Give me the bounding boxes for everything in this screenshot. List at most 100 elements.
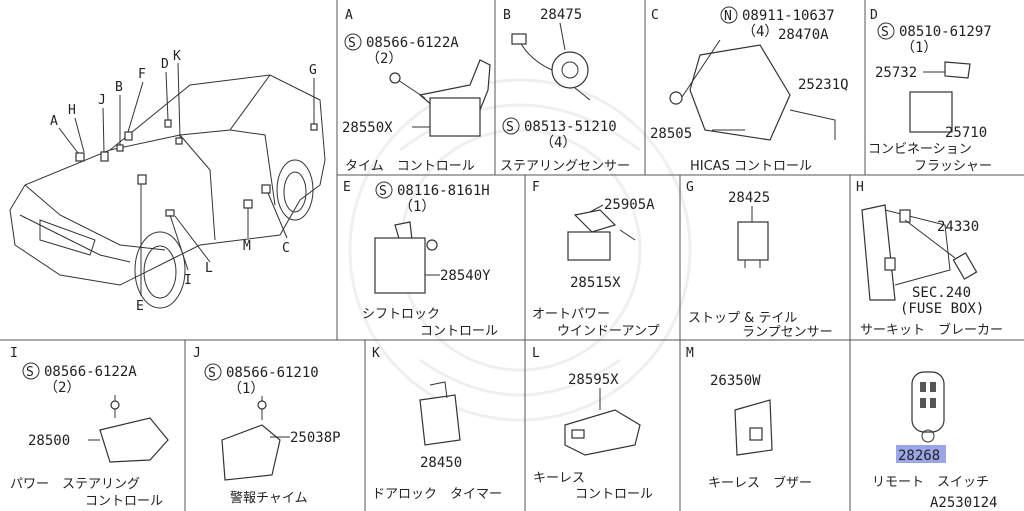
part-number-3: 28505: [650, 126, 692, 142]
part-name: キーレス ブザー: [708, 475, 812, 491]
bolt-part-number: 08566-6122A: [44, 364, 137, 380]
breaker-shape: [952, 252, 978, 280]
panel-letter: G: [686, 180, 694, 195]
panel-letter: E: [343, 180, 351, 195]
callout-H: H: [68, 103, 76, 118]
part-number: 24330: [937, 219, 979, 235]
n-symbol: N: [724, 9, 732, 24]
s-symbol: S: [208, 366, 216, 381]
callout-I: I: [184, 273, 192, 288]
panel-F: F 25905A 28515X オートパワー ウインドーアンプ: [532, 180, 660, 339]
panel-letter: J: [193, 346, 201, 361]
part-number: 28540Y: [440, 268, 491, 284]
panel-I: I S 08566-6122A （2） 28500 パワー ステアリング コント…: [10, 346, 169, 509]
bolt-part-number: 08116-8161H: [397, 183, 490, 199]
panel-letter: H: [856, 180, 864, 195]
s-symbol: S: [26, 365, 34, 380]
rear-wheel: [276, 159, 314, 221]
bolt-part-number: 08566-61210: [226, 365, 319, 381]
callout-L: L: [205, 261, 213, 276]
part-name-2: コントロール: [420, 324, 498, 339]
part-name-2: フラッシャー: [914, 159, 992, 174]
ps-control-shape: [99, 417, 169, 463]
bolt-part-number: 08510-61297: [899, 24, 992, 40]
panel-M: M 26350W キーレス ブザー: [686, 346, 812, 491]
panel-G: G 28425 ストップ & テイル ランプセンサー: [686, 180, 833, 340]
part-name: HICAS コントロール: [690, 159, 812, 174]
panel-D: D S 08510-61297 （1） 25732 25710 コンビネーション…: [868, 8, 992, 174]
part-number: 28500: [28, 433, 70, 449]
front-wheel: [134, 231, 186, 309]
part-name-2: ランプセンサー: [742, 325, 833, 340]
panel-letter: L: [532, 346, 540, 361]
part-number: 28550X: [342, 120, 393, 136]
fuse-box-shape: [861, 204, 896, 301]
s-symbol: S: [348, 36, 356, 51]
panel-letter: F: [532, 180, 540, 195]
car-overview: A B C D E F G H I J K L M: [9, 49, 326, 314]
part-name-2: コントロール: [85, 494, 163, 509]
ref-fuse-box: (FUSE BOX): [900, 301, 984, 317]
part-number: 28268: [898, 448, 940, 464]
amp-bracket-shape: [573, 209, 617, 233]
callout-M: M: [243, 239, 251, 254]
panel-letter: M: [686, 346, 694, 361]
part-number: 28450: [420, 455, 462, 471]
s-symbol: S: [506, 120, 514, 135]
panel-J: J S 08566-61210 （1） 25038P 警報チャイム: [193, 346, 341, 506]
part-name: タイム コントロール: [345, 159, 475, 174]
panel-letter: D: [870, 8, 878, 23]
hicas-bracket-shape: [689, 44, 791, 141]
part-number-1: 25905A: [604, 197, 655, 213]
shift-lock-unit-shape: [374, 237, 426, 294]
part-number: 26350W: [710, 373, 761, 389]
part-name-1: キーレス: [533, 471, 585, 486]
part-name: サーキット ブレーカー: [860, 322, 1003, 338]
ref-section: SEC.240: [912, 285, 971, 301]
bolt-part-number: 08513-51210: [524, 119, 617, 135]
panel-N: 28268 リモート スイッチ A2530124: [872, 371, 997, 511]
car-body-outline: [9, 74, 326, 286]
door-lock-timer-shape: [419, 394, 461, 446]
part-name-2: コントロール: [575, 487, 653, 502]
keyless-control-shape: [564, 409, 641, 456]
part-number: 25038P: [290, 430, 341, 446]
callout-G: G: [309, 63, 317, 78]
panel-letter: A: [345, 8, 353, 23]
part-number-top: 28475: [540, 7, 582, 23]
callout-B: B: [115, 80, 123, 95]
s-symbol: S: [881, 25, 889, 40]
panel-B: B 28475 S 08513-51210 （4） ステアリングセンサー: [500, 7, 630, 174]
panel-L: L 28595X キーレス コントロール: [532, 346, 653, 502]
chime-shape: [221, 424, 281, 481]
part-name-1: オートパワー: [532, 307, 610, 322]
watermark-crest: [348, 78, 692, 422]
panel-letter: C: [651, 8, 659, 23]
bolt-quantity: （1）: [901, 40, 937, 56]
part-name: ドアロック タイマー: [372, 487, 502, 502]
amp-unit-shape: [567, 231, 611, 261]
panel-H: H 24330 SEC.240 (FUSE BOX) サーキット ブレーカー: [856, 180, 1003, 338]
part-number-2: 28515X: [570, 275, 621, 291]
part-name-2: ウインドーアンプ: [557, 324, 660, 339]
part-number-1: 28470A: [778, 27, 829, 43]
part-name-1: ストップ & テイル: [688, 311, 797, 326]
part-number-highlight: [896, 445, 946, 463]
part-name-1: シフトロック: [362, 307, 440, 322]
s-symbol: S: [379, 184, 387, 199]
panel-E: E S 08116-8161H （1） 28540Y シフトロック コントロール: [343, 180, 498, 339]
bolt-part-number: 08566-6122A: [366, 35, 459, 51]
key-fob-shape: [911, 371, 945, 433]
bolt-quantity: （2）: [366, 51, 402, 67]
nut-quantity: （4）: [742, 24, 778, 40]
part-number-1: 25732: [875, 65, 917, 81]
bolt-quantity: （1）: [228, 381, 264, 397]
part-name: ステアリングセンサー: [500, 159, 630, 174]
drawing-code: A2530124: [930, 495, 997, 511]
callout-D: D: [161, 57, 169, 72]
flasher-shape: [909, 91, 953, 133]
callout-E: E: [136, 299, 144, 314]
part-number: 28425: [728, 190, 770, 206]
timer-unit-shape: [429, 97, 481, 137]
